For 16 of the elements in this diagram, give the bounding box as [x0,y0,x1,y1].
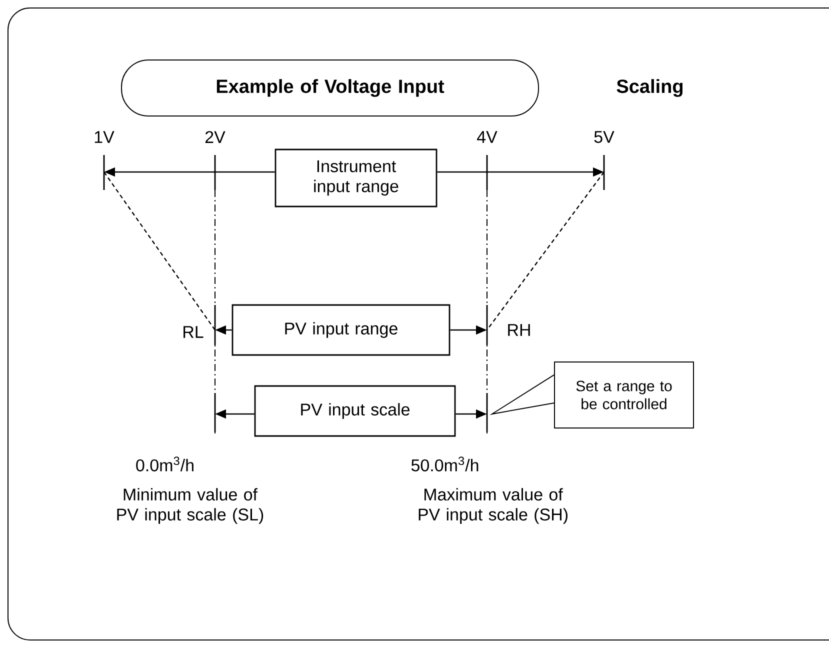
tick-label: 2V [205,131,226,143]
range-box: Instrument input range [274,148,438,208]
tick-label: 4V [477,131,498,143]
tick-label: 1V [94,131,114,143]
scale-value: 0.0m$^{3}$/h [136,456,194,472]
scale-description: Maximum value of PV input scale (SH) [418,488,568,524]
title-text: Scaling [616,79,683,97]
tick-label: 5V [594,131,614,143]
callout-box: Set a range to be controlled [554,362,694,428]
range-box: PV input scale [254,385,456,437]
scale-description: Minimum value of PV input scale (SL) [117,488,264,524]
range-box: PV input range [232,304,450,356]
range-label: RL [184,326,204,338]
title-banner: Example of Voltage Input [121,60,539,116]
range-label: RH [508,324,530,336]
scale-value: 50.0m$^{3}$/h [411,456,478,472]
